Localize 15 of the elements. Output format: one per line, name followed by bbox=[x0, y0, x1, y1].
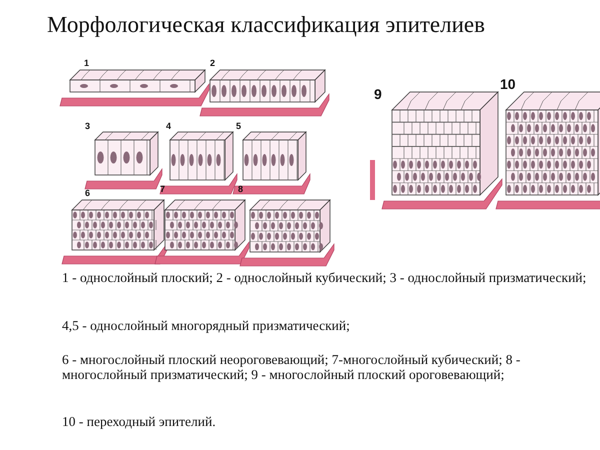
callout-number: 4 bbox=[166, 121, 172, 131]
legend-text: 4,5 - однослойный многорядный призматический; bbox=[62, 318, 351, 333]
callout-number: 7 bbox=[160, 184, 166, 194]
legend-text: 6 - многослойный плоский неороговевающий; 7-многослойный кубический; 8 - многослойный призматический; 9 - многослойный плоский ороговевающий; bbox=[62, 352, 522, 382]
callout-number: 3 bbox=[85, 121, 90, 131]
callout-number: 10 bbox=[500, 76, 516, 92]
callout-number: 8 bbox=[238, 184, 244, 194]
callout-number: 2 bbox=[210, 58, 216, 68]
callout-number: 1 bbox=[84, 58, 90, 68]
callout-number: 6 bbox=[85, 188, 90, 198]
callout-number: 9 bbox=[374, 86, 382, 102]
callout-number: 5 bbox=[236, 121, 242, 131]
title: Морфологическая классификация эпителиев bbox=[47, 12, 485, 38]
legend-text: 10 - переходный эпителий. bbox=[62, 414, 217, 429]
legend-text: 1 - однослойный плоский; 2 - однослойный кубический; 3 - однослойный призматический; bbox=[62, 270, 588, 285]
